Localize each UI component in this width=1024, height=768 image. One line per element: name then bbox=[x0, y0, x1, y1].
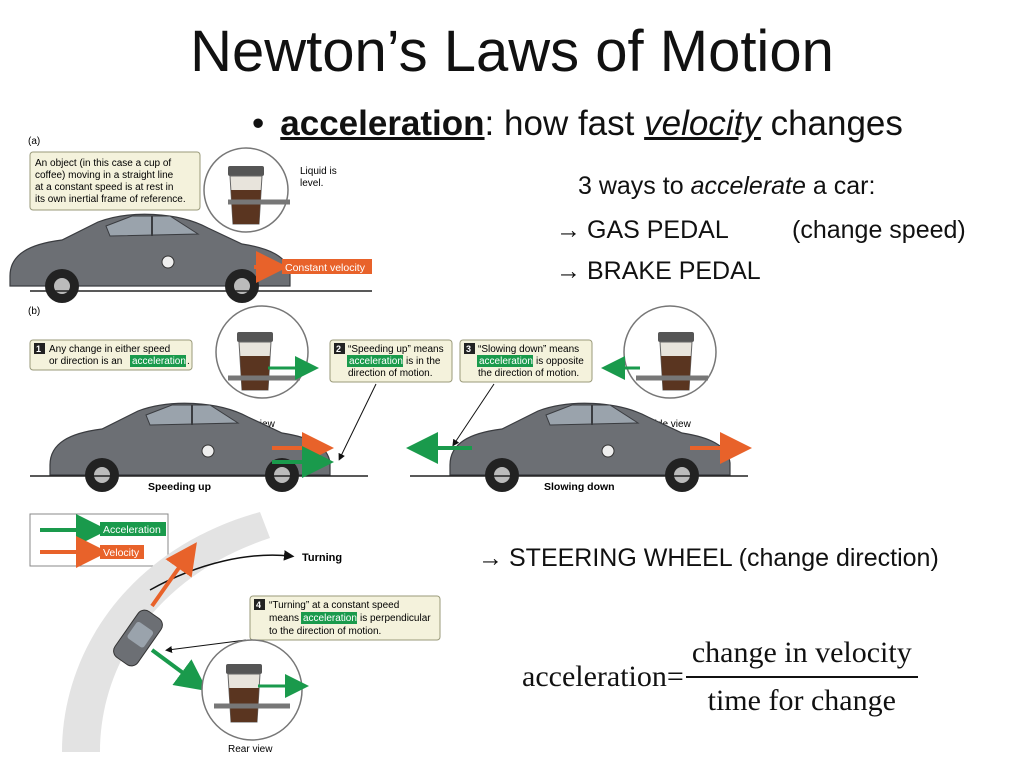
steering-wheel-line: →STEERING WHEEL (change direction) bbox=[478, 544, 939, 573]
car-turning-topdown bbox=[113, 609, 163, 667]
formula-fraction: change in velocity time for change bbox=[685, 636, 918, 718]
step-1-accel-term: acceleration bbox=[132, 356, 186, 367]
turning-label: Turning bbox=[302, 552, 342, 564]
coffee-cup-icon bbox=[227, 165, 265, 225]
formula-lhs: acceleration= bbox=[522, 660, 684, 693]
legend-acceleration: Acceleration bbox=[103, 524, 161, 536]
step-1-period: . bbox=[187, 356, 190, 367]
gas-pedal-note: (change speed) bbox=[792, 216, 966, 244]
step-2-accel-term: acceleration bbox=[349, 356, 403, 367]
panel-a-callout-line-1: An object (in this case a cup of bbox=[35, 158, 171, 169]
step-1-line-1: Any change in either speed bbox=[49, 344, 170, 355]
panel-b-label: (b) bbox=[28, 306, 40, 317]
slowing-down-caption: Slowing down bbox=[544, 481, 615, 493]
right-arrow-icon: → bbox=[556, 257, 581, 285]
step-3-line-3: the direction of motion. bbox=[478, 368, 579, 379]
formula-numerator: change in velocity bbox=[685, 636, 918, 678]
bullet-pre: how fast bbox=[504, 104, 635, 143]
ways-intro-post: a car: bbox=[812, 172, 876, 200]
gas-pedal-line: →GAS PEDAL bbox=[556, 216, 729, 245]
panel-a-callout-line-4: its own inertial frame of reference. bbox=[35, 194, 186, 205]
ways-intro: 3 ways to accelerate a car: bbox=[578, 172, 875, 201]
accelerate-term: accelerate bbox=[690, 172, 806, 200]
liquid-level-label-line-1: Liquid is bbox=[300, 166, 337, 177]
brake-pedal-line: →BRAKE PEDAL bbox=[556, 257, 761, 286]
acceleration-formula: acceleration= change in velocity time fo… bbox=[522, 636, 918, 718]
step-2-number: 2 bbox=[336, 344, 341, 354]
constant-velocity-tag bbox=[282, 259, 372, 274]
step-2-line-2: is in the bbox=[406, 356, 441, 367]
step-3-line-2: is opposite bbox=[536, 356, 584, 367]
rear-view-label: Rear view bbox=[228, 744, 273, 755]
step-2-line-3: direction of motion. bbox=[348, 368, 433, 379]
acceleration-bullet: • acceleration: how fast velocity changes bbox=[252, 104, 903, 144]
panel-a-callout-line-2: coffee) moving in a straight line bbox=[35, 170, 174, 181]
step-4-accel-term: acceleration bbox=[303, 613, 357, 624]
step-2-line-1: “Speeding up” means bbox=[348, 344, 444, 355]
formula-denominator: time for change bbox=[707, 684, 896, 717]
coffee-cup-icon bbox=[225, 663, 263, 723]
bullet-post: changes bbox=[770, 104, 903, 143]
step-4-line-2b: is perpendicular bbox=[360, 613, 431, 624]
step-1-number: 1 bbox=[36, 344, 41, 354]
right-arrow-icon: → bbox=[478, 544, 503, 572]
bullet-colon: : bbox=[484, 104, 495, 143]
side-view-label-2: Side view bbox=[648, 419, 692, 430]
panel-a-callout bbox=[29, 151, 201, 211]
step-4-number: 4 bbox=[256, 600, 261, 610]
right-arrow-icon: → bbox=[556, 216, 581, 244]
ways-intro-pre: 3 ways to bbox=[578, 172, 684, 200]
legend-box bbox=[29, 513, 169, 567]
panel-a-callout-line-3: at a constant speed is at rest in bbox=[35, 182, 173, 193]
coffee-cup-icon bbox=[236, 331, 274, 391]
step-1-line-2: or direction is an bbox=[49, 356, 122, 367]
step-4-line-1: “Turning” at a constant speed bbox=[269, 600, 399, 611]
step-3-accel-term: acceleration bbox=[479, 356, 533, 367]
coffee-cup-icon bbox=[657, 331, 695, 391]
car-slowing-down bbox=[449, 402, 731, 493]
bullet-dot: • bbox=[252, 104, 265, 143]
legend-velocity: Velocity bbox=[103, 547, 140, 559]
slide-title: Newton’s Laws of Motion bbox=[190, 19, 834, 84]
brake-pedal-label: BRAKE PEDAL bbox=[587, 257, 761, 285]
step-4-line-3: to the direction of motion. bbox=[269, 626, 381, 637]
velocity-term: velocity bbox=[644, 104, 761, 143]
step-3-line-1: “Slowing down” means bbox=[478, 344, 579, 355]
liquid-level-label-line-2: level. bbox=[300, 178, 323, 189]
steering-wheel-label: STEERING WHEEL (change direction) bbox=[509, 544, 939, 572]
step-4-line-2a: means bbox=[269, 613, 299, 624]
gas-pedal-label: GAS PEDAL bbox=[587, 216, 729, 244]
acceleration-term: acceleration bbox=[280, 104, 485, 143]
speeding-up-caption: Speeding up bbox=[148, 481, 211, 493]
panel-a-label: (a) bbox=[28, 136, 40, 147]
constant-velocity-label: Constant velocity bbox=[285, 262, 366, 274]
step-3-number: 3 bbox=[466, 344, 471, 354]
